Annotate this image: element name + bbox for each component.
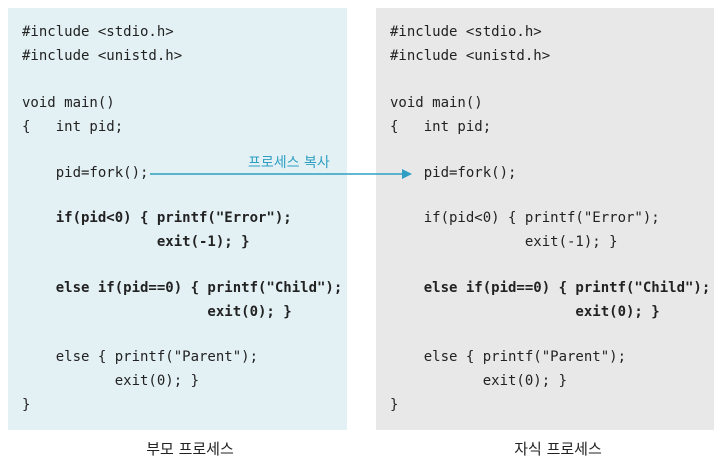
parent-caption: 부모 프로세스	[146, 440, 234, 458]
code-line: else { printf("Parent");	[390, 349, 627, 365]
code-line: exit(-1); }	[390, 234, 618, 250]
code-line: exit(0); }	[390, 304, 660, 320]
code-line: void main()	[22, 95, 115, 111]
child-code-block: #include <stdio.h> #include <unistd.h> v…	[390, 8, 710, 413]
parent-code-block: #include <stdio.h> #include <unistd.h> v…	[22, 8, 342, 413]
code-line: else if(pid==0) { printf("Child");	[22, 280, 343, 296]
child-caption: 자식 프로세스	[514, 440, 602, 458]
code-line: }	[22, 397, 31, 413]
code-line: #include <stdio.h>	[22, 24, 174, 40]
code-line: #include <unistd.h>	[390, 48, 551, 64]
code-line: exit(0); }	[22, 373, 200, 389]
code-line: exit(0); }	[22, 304, 292, 320]
child-process-panel: #include <stdio.h> #include <unistd.h> v…	[376, 8, 714, 430]
code-line: #include <stdio.h>	[390, 24, 542, 40]
code-line: { int pid;	[390, 119, 492, 135]
code-line: pid=fork();	[22, 165, 149, 181]
parent-process-panel: #include <stdio.h> #include <unistd.h> v…	[8, 8, 347, 430]
code-line: exit(-1); }	[22, 234, 250, 250]
code-line: if(pid<0) { printf("Error");	[390, 210, 660, 226]
code-line: #include <unistd.h>	[22, 48, 183, 64]
code-line: else if(pid==0) { printf("Child");	[390, 280, 711, 296]
arrow-label: 프로세스 복사	[248, 155, 330, 171]
code-line: else { printf("Parent");	[22, 349, 259, 365]
code-line: if(pid<0) { printf("Error");	[22, 210, 292, 226]
code-line: }	[390, 397, 399, 413]
code-line: { int pid;	[22, 119, 124, 135]
arrow-head-icon	[402, 169, 412, 179]
code-line: pid=fork();	[390, 165, 517, 181]
code-line: void main()	[390, 95, 483, 111]
code-line: exit(0); }	[390, 373, 568, 389]
